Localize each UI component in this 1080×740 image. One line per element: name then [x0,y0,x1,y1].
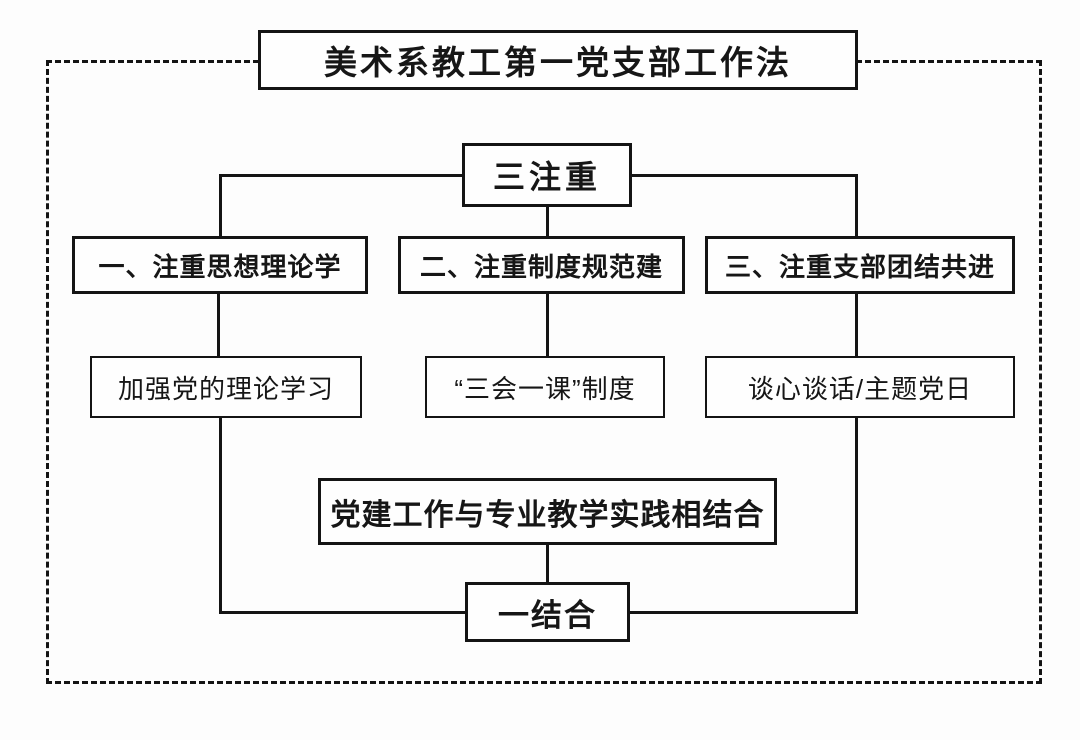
connector-category2-to-measure2 [546,294,549,356]
node-measure-3: 谈心谈话/主题党日 [705,356,1015,418]
connector-measure1-down-vertical [219,418,222,614]
connector-bottom-right-horizontal [630,611,858,614]
diagram-title: 美术系教工第一党支部工作法 [258,30,858,90]
node-integration: 党建工作与专业教学实践相结合 [318,478,777,545]
connector-integration-to-bottom [546,545,549,582]
connector-top-left-vertical [219,174,222,236]
connector-top-right-horizontal [632,174,858,177]
node-measure-2: “三会一课”制度 [425,356,665,418]
node-category-3: 三、注重支部团结共进 [705,236,1015,294]
node-category-1: 一、注重思想理论学 [72,236,368,294]
connector-measure3-down-vertical [855,418,858,614]
connector-bottom-left-horizontal [219,611,465,614]
connector-top-to-category2 [546,207,549,236]
node-one-combination: 一结合 [465,582,630,642]
node-measure-1: 加强党的理论学习 [90,356,362,418]
node-category-2: 二、注重制度规范建 [398,236,685,294]
connector-top-left-horizontal [219,174,462,177]
node-three-emphases: 三注重 [462,143,632,207]
connector-top-right-vertical [855,174,858,236]
connector-category1-to-measure1 [217,294,220,356]
connector-category3-to-measure3 [855,294,858,356]
